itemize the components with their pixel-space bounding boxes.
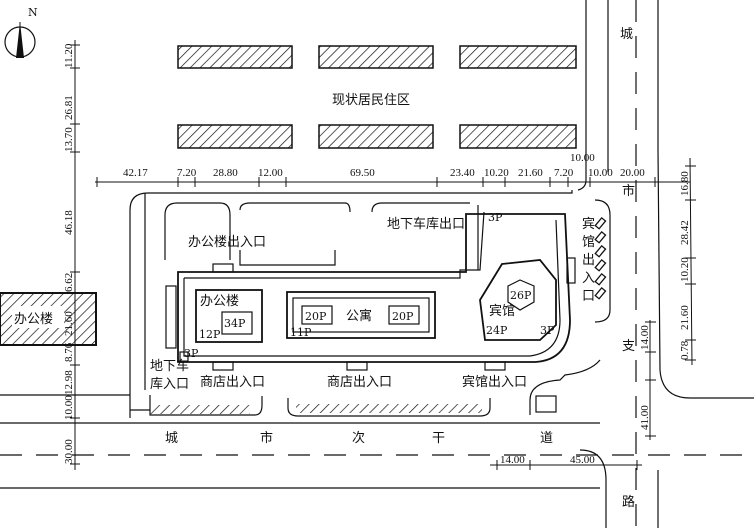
garage-entrance-label-2: 库入口 [150,376,189,392]
hotel-3p: 3P [540,324,555,337]
shop-entrance-label-1: 商店出入口 [200,375,265,390]
apartment-label: 公寓 [346,308,372,324]
left-dim-8: 12.98 [63,370,75,395]
bottom-dim-2: 45.00 [570,454,595,466]
right-dim-3: 10.20 [679,257,691,282]
hotel-side-entrance-char-4: 入 [582,271,595,286]
parking-area [164,202,231,260]
road-dim-1: 14.00 [639,325,651,350]
left-dim-5: 6.62 [63,273,75,292]
office-podium-floors: 12P [199,328,221,341]
road-dim-2: 41.00 [639,405,651,430]
left-dim-7: 8.76 [63,342,75,362]
garage-3p: 3P [488,211,503,224]
top-dim-9: 7.20 [554,167,574,179]
residential-blocks [177,45,577,149]
office-building-label: 办公楼 [200,294,239,309]
left-dim-10: 30.00 [63,439,75,464]
apartment-floors-left: 20P [305,310,327,323]
hotel-side-entrance-char-5: 口 [582,289,595,304]
left-dim-9: 10.00 [63,395,75,420]
bottom-road [0,394,754,489]
bottom-road-char-4: 干 [432,431,445,446]
right-road [577,0,754,528]
hotel-side-entrance-char-2: 馆 [582,235,595,250]
hotel-podium-floors: 24P [486,324,508,337]
top-dim-5: 69.50 [350,167,375,179]
hotel-entrance-label: 宾馆出入口 [462,374,527,390]
residential-label: 现状居民住区 [332,93,410,108]
right-dim-5: 0.78 [679,340,691,360]
bottom-parking-left [149,395,263,416]
right-road-char-4: 路 [622,494,635,510]
left-dim-2: 26.81 [63,95,75,120]
left-dim-3: 13.70 [63,127,75,152]
garage-entrance-label-1: 地下车 [150,358,189,374]
right-road-char-2: 市 [622,183,635,199]
north-label: N [28,6,38,19]
garage-exit-label: 地下车库出口 [387,216,465,232]
hotel-side-entrance-char-1: 宾 [582,216,595,232]
hotel-floors: 26P [510,289,532,302]
neighbor-office-label: 办公楼 [14,312,53,327]
office-tower [195,289,263,343]
apartment-floors-right: 20P [392,310,414,323]
bottom-road-char-5: 道 [540,431,553,446]
office-entrance-label: 办公楼出入口 [188,235,266,250]
site-boundary [129,190,573,418]
top-dim-10: 10.00 [570,152,595,164]
hotel-label: 宾馆 [489,303,515,319]
right-dimension-line [689,157,693,366]
top-dimension-line [95,177,690,187]
bottom-road-char-1: 城 [165,431,178,446]
podium-3p: 3P [184,347,199,360]
top-dim-11: 10.00 [588,167,613,179]
left-dim-6: 21.60 [63,311,75,336]
bottom-parking-middle [287,398,491,417]
hotel-side-entrance-char-3: 出 [582,253,595,268]
left-dim-4: 46.18 [63,210,75,235]
top-dim-6: 23.40 [450,167,475,179]
top-dim-3: 28.80 [213,167,238,179]
office-floors: 34P [224,317,246,330]
left-dim-1: 11.20 [63,43,75,68]
hotel-side-parking [594,199,611,323]
hotel-tower [479,259,557,341]
bottom-dim-1: 14.00 [500,454,525,466]
top-dim-1: 42.17 [123,167,148,179]
top-dim-7: 10.20 [484,167,509,179]
right-road-char-3: 支 [622,339,635,354]
north-arrow-icon [4,22,36,58]
right-dim-2: 28.42 [679,220,691,245]
right-road-char-1: 城 [620,27,633,42]
apartment-podium-floors: 11P [290,326,312,339]
bottom-road-char-3: 次 [352,430,365,446]
top-dim-2: 7.20 [177,167,197,179]
top-dim-8: 21.60 [518,167,543,179]
top-dim-12: 20.00 [620,167,645,179]
bottom-road-char-2: 市 [260,430,273,446]
right-dim-1: 16.80 [679,171,691,196]
shop-entrance-label-2: 商店出入口 [327,375,392,390]
podium-building [177,213,571,363]
top-dim-4: 12.00 [258,167,283,179]
right-dim-4: 21.60 [679,305,691,330]
apartment-tower [286,291,436,339]
